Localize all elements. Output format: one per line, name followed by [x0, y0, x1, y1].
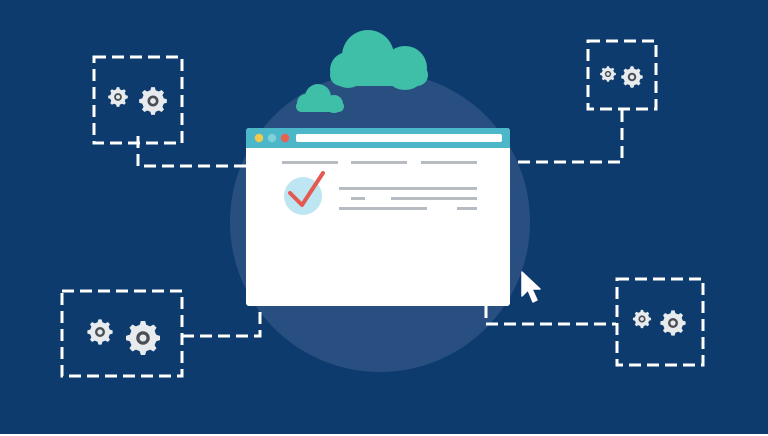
browser-window [246, 128, 510, 306]
checkmark-icon [284, 171, 325, 215]
address-bar [296, 134, 502, 142]
connector-lines [136, 110, 624, 338]
connector-bottom-right [484, 306, 616, 326]
dot-yellow [254, 133, 264, 143]
gear-box-top-right [586, 39, 658, 111]
mouse-pointer-icon [521, 271, 541, 303]
gear-box-bottom-right [615, 277, 705, 367]
cloud-small-icon [296, 84, 344, 113]
dot-red [280, 133, 290, 143]
connector-bottom-left [182, 306, 262, 338]
gear-box-top-left [92, 55, 184, 145]
heading-lines [282, 161, 477, 164]
cloud-large-icon [330, 30, 428, 90]
gear-box-bottom-left [60, 289, 184, 378]
dot-teal [267, 133, 277, 143]
window-body [246, 128, 510, 306]
body-text-lines [339, 187, 477, 210]
connector-top-left [136, 136, 246, 168]
